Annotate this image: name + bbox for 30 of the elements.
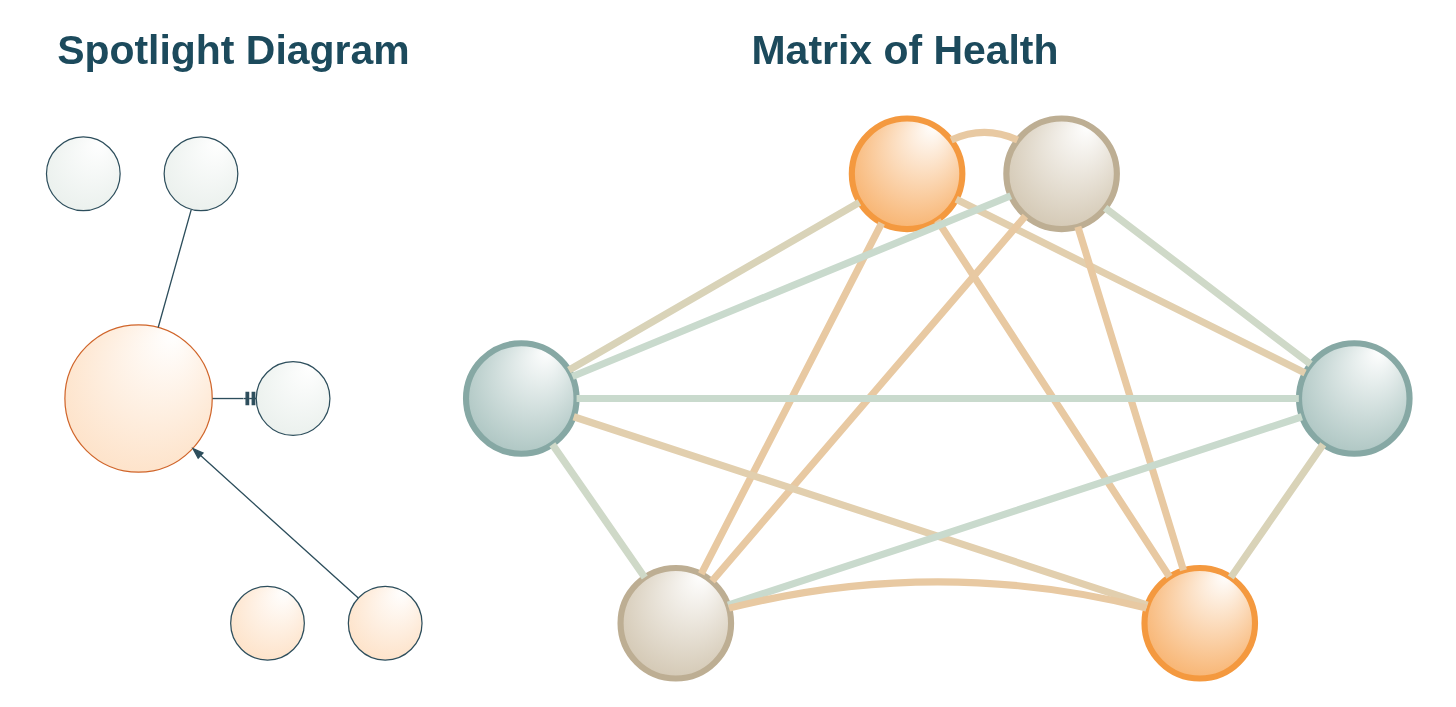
connector — [954, 196, 1307, 377]
connector — [934, 218, 1173, 579]
node-circle — [255, 361, 331, 436]
connector — [571, 192, 1013, 380]
connector — [726, 413, 1303, 609]
node-circle — [1003, 115, 1120, 233]
node-circle — [1295, 340, 1413, 457]
connector — [728, 578, 1148, 612]
node-circle — [462, 340, 580, 457]
label: Spotlight Diagram — [57, 27, 410, 74]
node-circle — [230, 585, 305, 661]
arrow — [191, 447, 359, 599]
node-circle — [1141, 564, 1259, 682]
connector — [576, 394, 1299, 403]
node-circle — [45, 136, 121, 212]
connector — [949, 128, 1019, 144]
connector — [1227, 442, 1327, 580]
connector — [567, 199, 862, 374]
connector — [157, 208, 192, 329]
connector — [549, 442, 648, 580]
node-circle — [617, 564, 735, 682]
connector — [1102, 205, 1313, 368]
connector — [698, 221, 885, 576]
connector — [1074, 225, 1187, 572]
connector — [709, 213, 1029, 584]
label: Matrix of Health — [751, 27, 1059, 74]
node-circle — [347, 585, 423, 661]
node-circle — [163, 136, 239, 212]
node-circle — [848, 115, 966, 233]
node-circle — [64, 324, 213, 473]
